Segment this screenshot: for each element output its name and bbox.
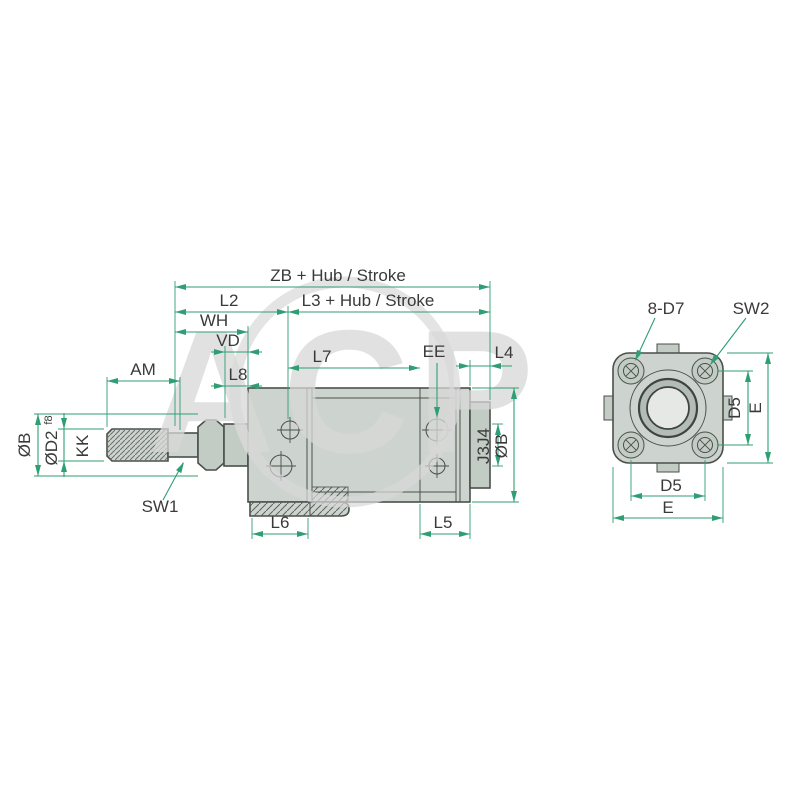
label-od2: ØD2	[42, 431, 61, 466]
center-bore	[629, 369, 707, 447]
label-zb: ZB + Hub / Stroke	[270, 266, 406, 285]
corner-bolt-bottom-left	[617, 431, 645, 459]
piston-rod-thread-hatch	[107, 429, 168, 461]
label-wh: WH	[200, 311, 228, 330]
label-l6: L6	[271, 513, 290, 532]
label-j3j4: J3J4	[474, 428, 493, 464]
label-d5-horizontal: D5	[660, 476, 682, 495]
watermark-text: ACP	[148, 295, 541, 490]
label-l8: L8	[229, 365, 248, 384]
label-d5-vertical: D5	[725, 397, 744, 419]
rod-wrench-flats	[167, 432, 199, 458]
label-l7: L7	[313, 347, 332, 366]
label-holes: 8-D7	[648, 299, 685, 318]
label-vd: VD	[216, 331, 240, 350]
flange-tab-left	[603, 395, 614, 421]
label-ee: EE	[423, 342, 446, 361]
label-ob-right: ØB	[492, 434, 511, 459]
label-ob-left: ØB	[15, 433, 34, 458]
corner-bolt-top-left	[617, 357, 645, 385]
flange-tab-bottom	[656, 462, 680, 473]
watermark: ACP	[148, 276, 541, 508]
rear-end-plate	[469, 401, 491, 489]
label-e-vertical: E	[746, 402, 765, 413]
label-l4: L4	[495, 343, 514, 362]
dimension-labels: ZB + Hub / Stroke L2 L3 + Hub / Stroke W…	[15, 266, 769, 532]
label-l2: L2	[220, 291, 239, 310]
label-sw2: SW2	[733, 299, 770, 318]
label-sw1: SW1	[142, 497, 179, 516]
front-view	[603, 343, 733, 473]
label-l5: L5	[434, 513, 453, 532]
label-l3: L3 + Hub / Stroke	[302, 291, 435, 310]
corner-bolt-top-right	[691, 357, 719, 385]
sw2-leader	[710, 317, 747, 365]
dimension-extension-lines	[34, 281, 773, 539]
flange-tab-top	[656, 343, 680, 354]
watermark-circle	[229, 276, 461, 508]
label-am: AM	[130, 360, 156, 379]
label-kk: KK	[73, 434, 92, 457]
port-cushion-front-left	[277, 417, 303, 443]
corner-bolt-bottom-right	[691, 431, 719, 459]
label-od2-tolerance: f8	[43, 415, 55, 424]
label-e-horizontal: E	[662, 498, 673, 517]
